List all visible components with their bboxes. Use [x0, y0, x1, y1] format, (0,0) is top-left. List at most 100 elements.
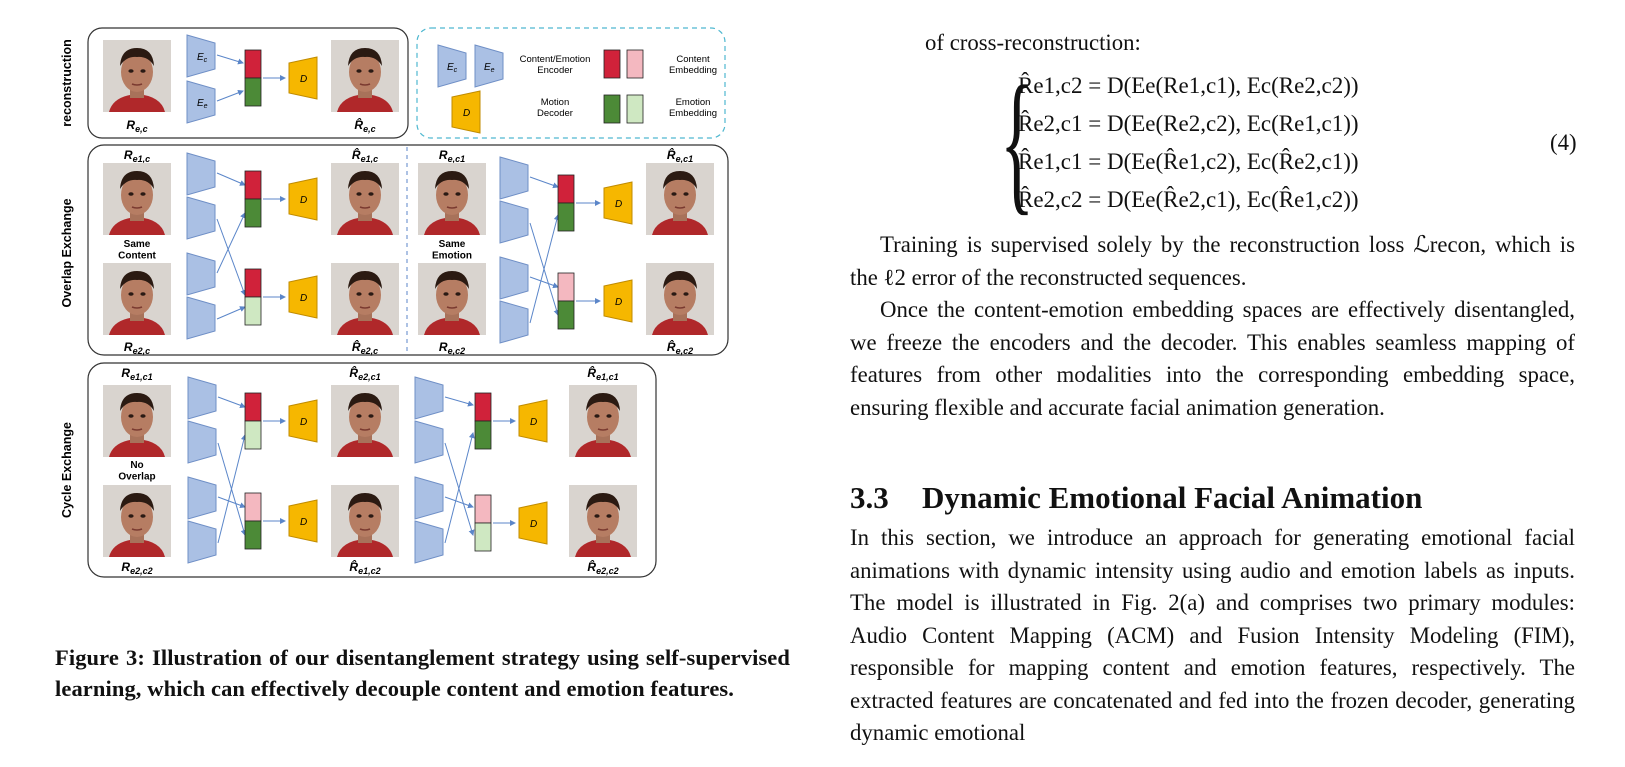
label-rhat-e2c1: R̂e2,c1	[349, 365, 380, 382]
label-rhat-e2c: R̂e2,c	[352, 339, 378, 356]
face-e1c	[102, 162, 172, 236]
d-symbol: D	[530, 417, 537, 428]
equation-line: R̂e1,c1 = D(Ee(R̂e1,c2), Ec(R̂e2,c1))	[1018, 149, 1359, 174]
label-rhat-e1c1: R̂e1,c1	[587, 365, 618, 382]
arrow	[529, 214, 560, 324]
content-embedding-block	[244, 170, 262, 200]
label-r-ec1: Re,c1	[439, 148, 465, 164]
encoder-ee-icon	[499, 300, 529, 344]
equation-block: { R̂e1,c2 = D(Ee(Re1,c1), Ec(Re2,c2)) R̂…	[1000, 63, 1590, 223]
arrow	[529, 176, 559, 189]
content-embedding-block	[474, 392, 492, 422]
figure-caption: Figure 3: Illustration of our disentangl…	[55, 645, 790, 701]
face-input-ec	[102, 39, 172, 113]
emotion-embedding-block	[557, 300, 575, 330]
face-e2c	[102, 262, 172, 336]
section-number: 3.3	[850, 480, 889, 515]
arrow	[216, 89, 244, 102]
face-output-ec	[330, 39, 400, 113]
encoder-ec-icon	[414, 476, 444, 520]
label-line: Overlap	[118, 472, 155, 483]
encoder-ee-icon	[414, 520, 444, 564]
label-line: Decoder	[537, 108, 573, 119]
label-rhat-ec2: R̂e,c2	[667, 339, 693, 356]
arrow	[529, 276, 559, 289]
equation-line: R̂e2,c2 = D(Ee(R̂e2,c1), Ec(R̂e1,c2))	[1018, 187, 1359, 212]
label-line: Embedding	[669, 108, 717, 119]
encoder-ec-icon	[499, 156, 529, 200]
label-r-e1c: Re1,c	[124, 148, 150, 164]
legend-panel	[416, 27, 726, 139]
encoder-ee-icon	[187, 520, 217, 564]
content-embedding-block	[244, 492, 262, 522]
face-out-e2c2	[568, 484, 638, 558]
face-e1c1	[102, 384, 172, 458]
encoder-ee-icon	[186, 296, 216, 340]
face-mid-e2c1	[330, 384, 400, 458]
emotion-embedding-block	[474, 420, 492, 450]
content-embedding-block	[244, 49, 262, 79]
d-symbol: D	[615, 199, 622, 210]
encoder-ec-icon	[187, 376, 217, 420]
paragraph-section-intro: In this section, we introduce an approac…	[850, 522, 1575, 750]
label-line: Embedding	[669, 65, 717, 76]
legend-content-dark	[603, 49, 621, 79]
face-out-ec2	[645, 262, 715, 336]
paragraph-text: Once the content-emotion embedding space…	[850, 297, 1575, 420]
label-line: Content	[118, 251, 156, 262]
label-rhat-ec: R̂e,c	[354, 117, 375, 134]
ec-symbol: Ec	[197, 52, 208, 64]
face-out-e1c1	[568, 384, 638, 458]
arrow	[444, 396, 474, 407]
equation-line: R̂e2,c1 = D(Ee(Re2,c2), Ec(Re1,c1))	[1018, 111, 1359, 136]
d-symbol: D	[300, 417, 307, 428]
row-title-cycle: Cycle Exchange	[60, 422, 74, 518]
equation-number: (4)	[1550, 130, 1577, 155]
emotion-embedding-block	[474, 522, 492, 552]
section-heading: 3.3 Dynamic Emotional Facial Animation	[850, 480, 1422, 516]
encoder-ec-icon	[187, 476, 217, 520]
paragraph-text: In this section, we introduce an approac…	[850, 525, 1575, 745]
arrow	[217, 434, 247, 544]
emotion-embedding-block	[244, 420, 262, 450]
face-out-ec1	[645, 162, 715, 236]
content-embedding-block	[244, 392, 262, 422]
label-rhat-ec1: R̂e,c1	[667, 147, 693, 164]
legend-ec-symbol: Ec	[447, 62, 458, 74]
face-mid-e1c2	[330, 484, 400, 558]
label-rhat-e1c: R̂e1,c	[352, 147, 378, 164]
overlap-exchange-panel	[87, 144, 729, 356]
label-r-e2c: Re2,c	[124, 340, 150, 356]
encoder-ee-icon	[414, 420, 444, 464]
arrow	[216, 54, 244, 65]
paragraph-freeze: Once the content-emotion embedding space…	[850, 294, 1575, 424]
face-out-e2c	[330, 262, 400, 336]
face-ec1	[417, 162, 487, 236]
label-r-ec: Re,c	[126, 118, 147, 134]
section-title: Dynamic Emotional Facial Animation	[922, 480, 1423, 515]
d-symbol: D	[300, 293, 307, 304]
encoder-ee-icon	[187, 420, 217, 464]
label-rhat-e2c2: R̂e2,c2	[587, 559, 618, 576]
emotion-embedding-block	[244, 296, 262, 326]
d-symbol: D	[615, 297, 622, 308]
arrow	[217, 496, 246, 509]
label-r-ec2: Re,c2	[439, 340, 465, 356]
equation-line: R̂e1,c2 = D(Ee(Re1,c1), Ec(Re2,c2))	[1018, 73, 1359, 98]
d-symbol: D	[300, 517, 307, 528]
legend-d-symbol: D	[463, 108, 470, 119]
label-rhat-e1c2: R̂e1,c2	[349, 559, 380, 576]
cycle-exchange-panel	[87, 362, 657, 578]
emotion-embedding-block	[244, 77, 262, 107]
encoder-ec-icon	[414, 376, 444, 420]
legend-emotion-dark	[603, 94, 621, 124]
content-embedding-block	[474, 494, 492, 524]
arrow	[444, 432, 475, 544]
encoder-ec-icon	[186, 252, 216, 296]
arrow	[216, 212, 246, 274]
d-symbol: D	[530, 519, 537, 530]
